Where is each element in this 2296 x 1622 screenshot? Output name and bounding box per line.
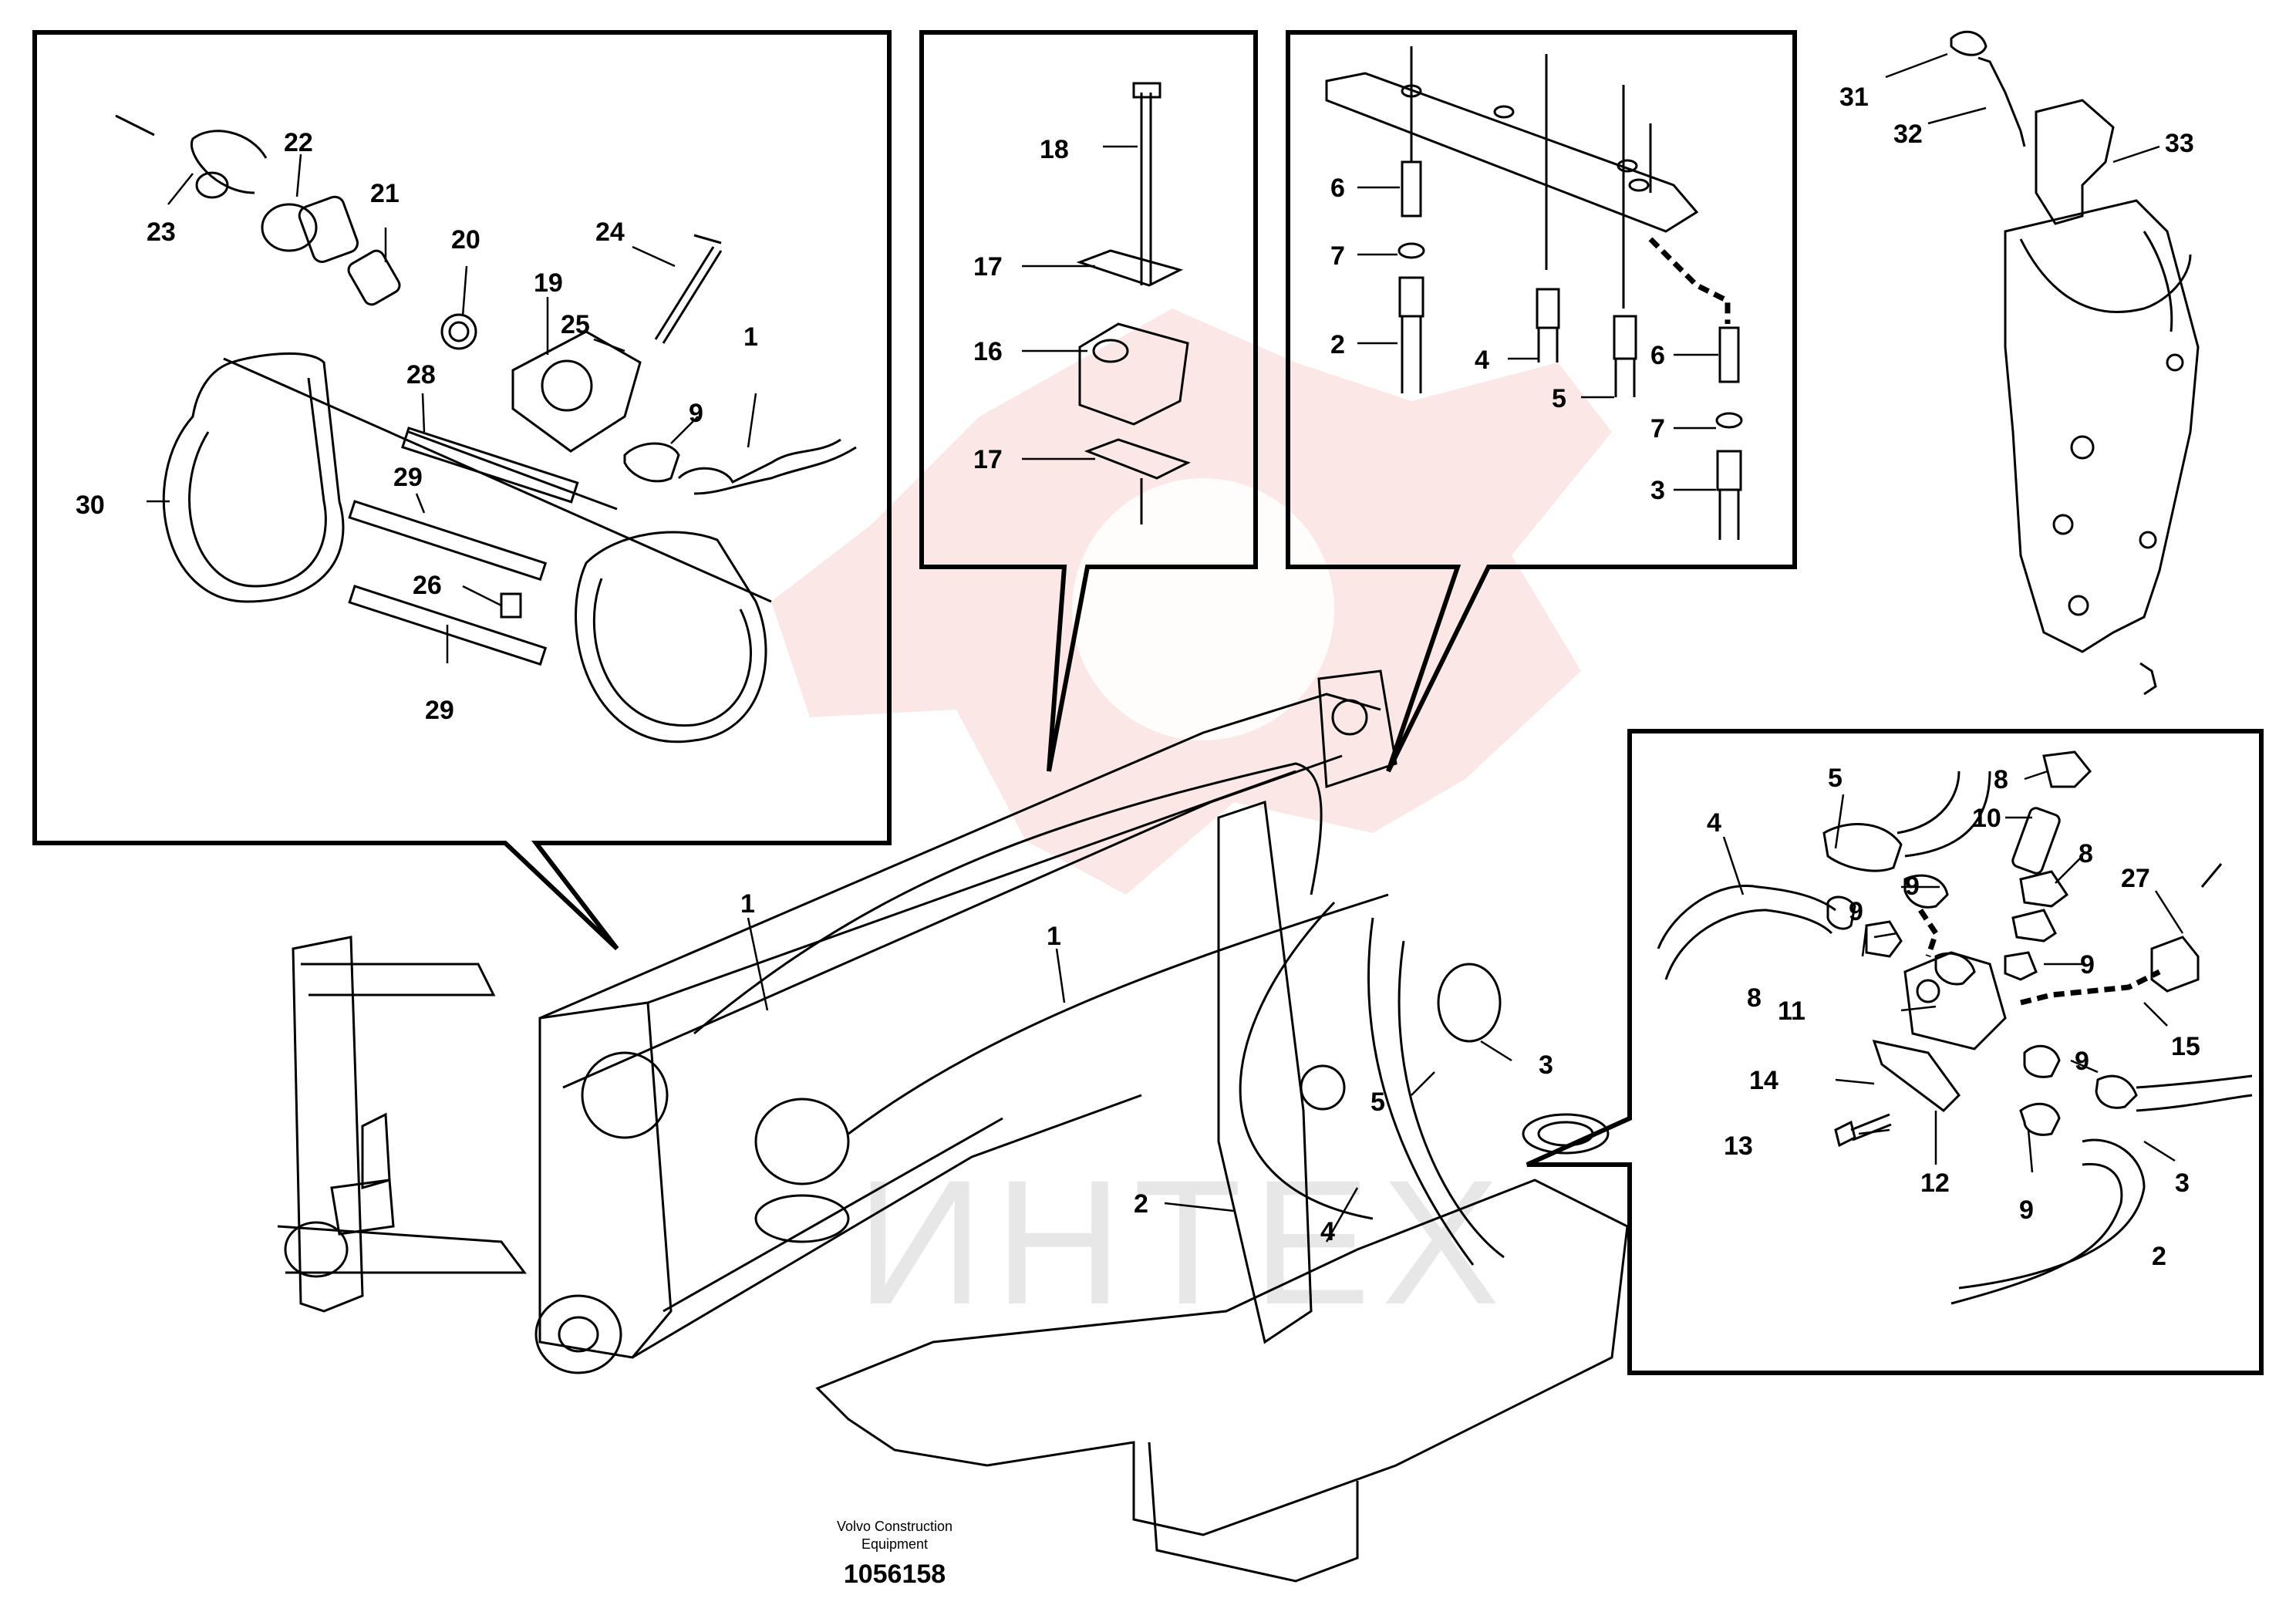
callout-3-valve: 3 bbox=[2175, 1168, 2190, 1198]
callout-31: 31 bbox=[1839, 83, 1869, 112]
callout-32: 32 bbox=[1893, 120, 1923, 149]
callout-27: 27 bbox=[2121, 864, 2150, 893]
callout-5-main: 5 bbox=[1371, 1088, 1385, 1117]
callout-21: 21 bbox=[370, 179, 400, 208]
callout-9-valve-d: 9 bbox=[2075, 1047, 2089, 1076]
callout-3: 3 bbox=[1650, 476, 1665, 505]
callout-6b: 6 bbox=[1650, 341, 1665, 370]
caption-line1: Volvo Construction bbox=[837, 1519, 952, 1534]
detail-box-clamp bbox=[32, 30, 892, 951]
callout-14: 14 bbox=[1749, 1066, 1778, 1095]
detail-box-clamp-block bbox=[919, 30, 1258, 772]
callout-9-valve-a: 9 bbox=[1905, 872, 1920, 901]
callout-9-valve-c: 9 bbox=[2080, 950, 2095, 980]
callout-7: 7 bbox=[1330, 241, 1345, 271]
callout-5-valve: 5 bbox=[1828, 764, 1843, 793]
watermark-text: ИНТЕХ bbox=[856, 1143, 1511, 1341]
callout-3-main: 3 bbox=[1539, 1050, 1553, 1080]
callout-19: 19 bbox=[534, 268, 563, 298]
detail-box-fittings bbox=[1286, 30, 1797, 773]
callout-9-valve-b: 9 bbox=[1849, 897, 1863, 926]
watermark-gear-hole bbox=[1072, 478, 1334, 740]
detail-box-valve bbox=[1526, 729, 2264, 1375]
callout-25: 25 bbox=[561, 310, 590, 339]
callout-1-main-a: 1 bbox=[740, 889, 755, 919]
callout-2-valve: 2 bbox=[2152, 1242, 2166, 1271]
callout-29: 29 bbox=[393, 463, 423, 492]
callout-9-valve-e: 9 bbox=[2019, 1195, 2034, 1225]
callout-4: 4 bbox=[1475, 346, 1489, 375]
caption-line2: Equipment bbox=[861, 1536, 928, 1552]
callout-8-valve-b: 8 bbox=[1994, 765, 2008, 794]
callout-30: 30 bbox=[76, 491, 105, 520]
callout-17b: 17 bbox=[973, 445, 1003, 474]
callout-6: 6 bbox=[1330, 174, 1345, 203]
callout-11: 11 bbox=[1778, 996, 1805, 1026]
callout-1: 1 bbox=[743, 322, 758, 352]
watermark: ИНТЕХ bbox=[771, 309, 1612, 1341]
main-leaders bbox=[747, 917, 1512, 1243]
callout-1-main-b: 1 bbox=[1047, 922, 1061, 951]
joystick-leaders bbox=[1885, 52, 2160, 164]
callout-13: 13 bbox=[1724, 1131, 1753, 1161]
caption-block: Volvo Construction Equipment 1056158 bbox=[837, 1519, 952, 1589]
callout-24: 24 bbox=[595, 218, 625, 247]
callout-8-valve-a: 8 bbox=[1747, 983, 1762, 1013]
callout-4-main: 4 bbox=[1320, 1217, 1335, 1246]
callout-7b: 7 bbox=[1650, 414, 1665, 443]
callout-15: 15 bbox=[2171, 1032, 2200, 1061]
callout-23: 23 bbox=[147, 218, 176, 247]
callout-33: 33 bbox=[2165, 129, 2194, 158]
callout-17: 17 bbox=[973, 252, 1003, 282]
callout-2: 2 bbox=[1330, 330, 1345, 359]
callout-5: 5 bbox=[1552, 384, 1566, 413]
callout-18: 18 bbox=[1040, 135, 1069, 164]
callout-12: 12 bbox=[1920, 1168, 1950, 1198]
callout-29b: 29 bbox=[425, 696, 454, 725]
callout-16: 16 bbox=[973, 337, 1003, 366]
callout-10: 10 bbox=[1972, 804, 2001, 833]
callout-22: 22 bbox=[284, 128, 313, 157]
callout-20: 20 bbox=[451, 225, 480, 255]
caption-number: 1056158 bbox=[844, 1560, 946, 1589]
callout-28: 28 bbox=[406, 360, 436, 389]
callout-9: 9 bbox=[689, 399, 703, 428]
callout-2-main: 2 bbox=[1134, 1189, 1148, 1219]
callout-numbers: 23 22 21 20 19 24 25 9 1 28 29 30 26 29 … bbox=[76, 83, 2200, 1271]
joystick-drawing bbox=[1950, 30, 2200, 696]
callout-4-valve: 4 bbox=[1707, 808, 1721, 838]
loader-frame-drawing bbox=[277, 669, 1629, 1583]
callout-8-valve-c: 8 bbox=[2079, 839, 2093, 868]
callout-26: 26 bbox=[413, 571, 442, 600]
